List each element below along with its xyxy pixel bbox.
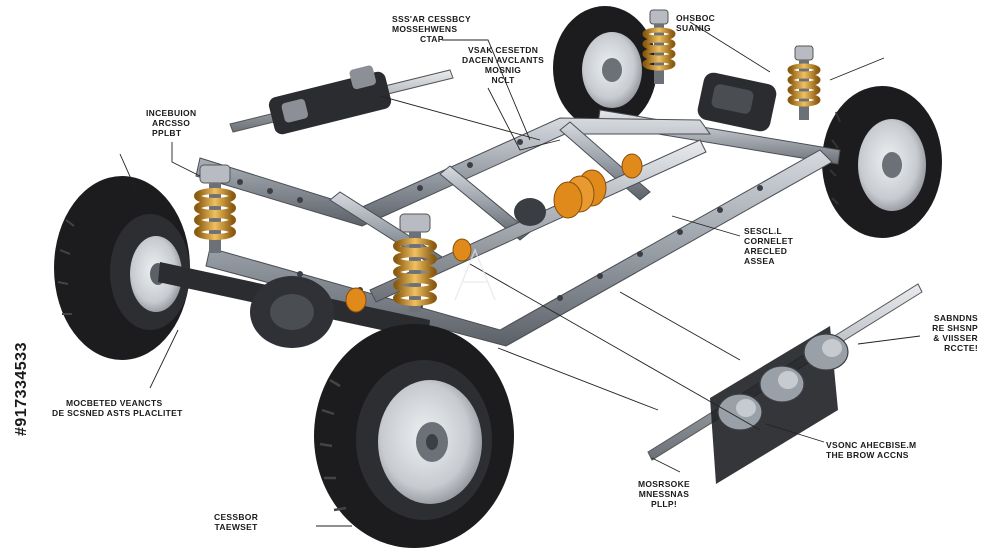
callout-line: SABNDNS <box>933 313 978 323</box>
front-left-wheel <box>54 176 190 360</box>
front-right-wheel <box>314 324 514 548</box>
callout-line: ARECLED <box>744 246 788 256</box>
callout-right-lower: SABNDNS RE SHSNP & VIISSER RCCTE! <box>932 313 978 353</box>
callout-line: SSS'AR CESSBCY <box>392 14 471 24</box>
callout-line: CTAP <box>420 34 444 44</box>
callout-line: CESSBOR <box>214 512 259 522</box>
exploded-linkage <box>647 283 923 484</box>
stock-id: #917334533 <box>13 342 30 436</box>
rear-right-shock <box>642 9 676 84</box>
callout-line: ASSEA <box>744 256 775 266</box>
callout-line: SESCL.L <box>744 226 782 236</box>
callout-line: DE SCSNED ASTS PLACLITET <box>52 408 183 418</box>
callout-right-mid: SESCL.L CORNELET ARECLED ASSEA <box>744 226 793 266</box>
watermark-logo <box>454 247 496 301</box>
callout-line: MOCBETED VEANCTS <box>66 398 163 408</box>
driveshaft <box>369 139 707 303</box>
callout-line: PPLBT <box>152 128 182 138</box>
callout-line: NCLT <box>491 75 515 85</box>
steering-rack <box>229 65 454 135</box>
callout-line: VSONC AHECBISE.M <box>826 440 917 450</box>
callout-top-center: SSS'AR CESSBCY MOSSEHWENS CTAP <box>392 14 471 44</box>
callout-line: PLLP! <box>650 499 678 509</box>
rear-left-shock <box>787 45 821 120</box>
rear-left-wheel <box>822 86 942 238</box>
callout-bottom-right: VSONC AHECBISE.M THE BROW ACCNS <box>826 440 916 460</box>
callout-line: MOSRSOKE <box>638 479 690 489</box>
callout-line: RE SHSNP <box>932 323 978 333</box>
callout-line: MOSNIG <box>484 65 522 75</box>
callout-left-upper: INCEBUION ARCSSO PPLBT <box>146 108 196 138</box>
rear-right-wheel <box>553 6 657 130</box>
callout-line: MNESSNAS <box>638 489 690 499</box>
callout-line: OHSBOC <box>676 13 716 23</box>
leader-lines <box>119 21 921 527</box>
center-coupler <box>553 169 607 219</box>
callout-line: MOSSEHWENS <box>392 24 458 34</box>
callout-mid-center: VSAK CESETDN DACEN AVCLANTS MOSNIG NCLT <box>462 45 544 85</box>
callout-line: INCEBUION <box>146 108 197 118</box>
callout-line: RCCTE! <box>944 343 978 353</box>
front-right-shock <box>393 213 437 312</box>
front-axle <box>158 262 430 348</box>
callout-line: & VIISSER <box>933 333 978 343</box>
callout-left-lower: MOCBETED VEANCTS DE SCSNED ASTS PLACLITE… <box>52 398 183 418</box>
callout-top-right: OHSBOC SUANIG <box>676 13 715 33</box>
front-left-shock <box>194 164 236 253</box>
callout-line: CORNELET <box>744 236 794 246</box>
callout-bottom-left: CESSBOR TAEWSET <box>214 512 258 532</box>
callout-line: TAEWSET <box>214 522 258 532</box>
callout-line: THE BROW ACCNS <box>826 450 909 460</box>
callout-line: DACEN AVCLANTS <box>462 55 545 65</box>
callout-line: VSAK CESETDN <box>467 45 539 55</box>
callout-line: SUANIG <box>676 23 711 33</box>
callout-bottom-center: MOSRSOKE MNESSNAS PLLP! <box>638 479 690 509</box>
callout-line: ARCSSO <box>152 118 191 128</box>
